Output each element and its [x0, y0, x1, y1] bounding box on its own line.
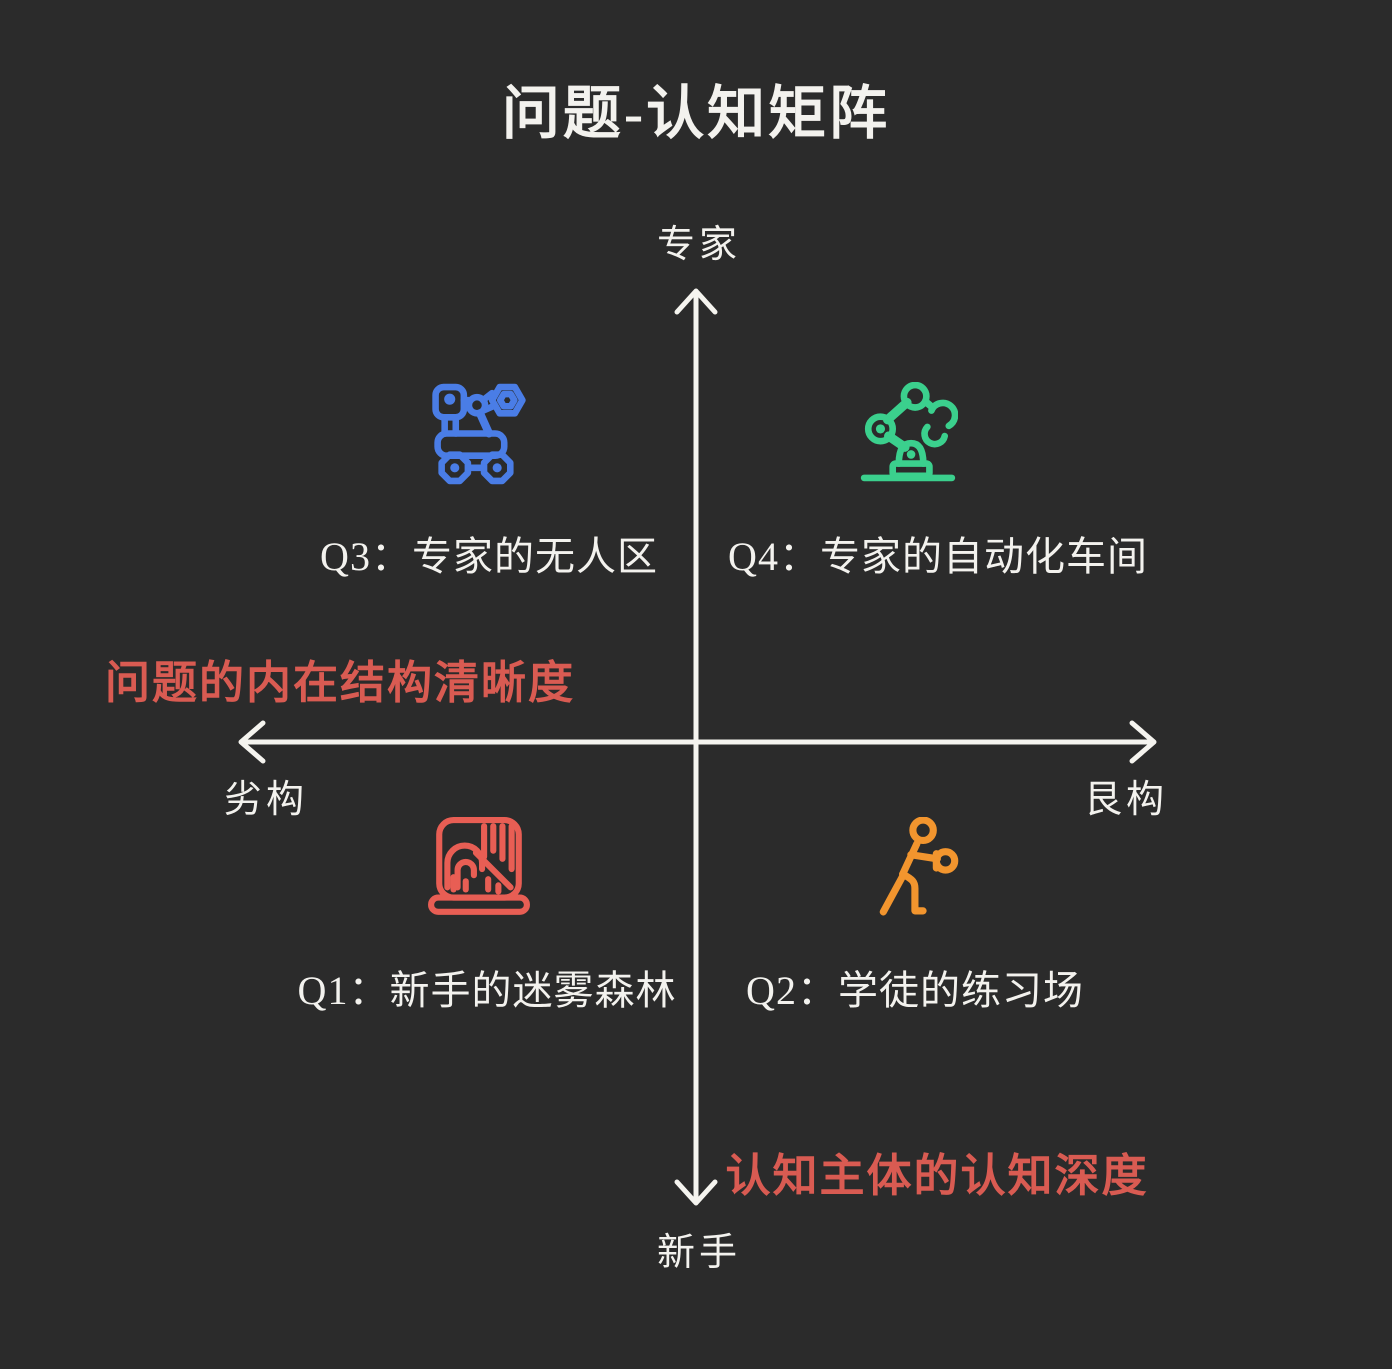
arrowhead-right-icon	[1129, 720, 1157, 764]
rover-icon	[432, 383, 526, 485]
page-title: 问题-认知矩阵	[501, 81, 891, 146]
robot-arm-icon	[860, 382, 958, 482]
forest-icon	[428, 817, 530, 915]
arrowhead-down-icon	[674, 1179, 718, 1206]
quadrant-q1-label: Q1：新手的迷雾森林	[297, 968, 677, 1013]
boxer-icon	[879, 817, 959, 916]
x-axis-right-label: 艮构	[1083, 779, 1169, 821]
arrowhead-up-icon	[674, 288, 718, 315]
x-axis-left-label: 劣构	[223, 779, 309, 821]
quadrant-q3-label: Q3：专家的无人区	[320, 534, 658, 579]
quadrant-q2-label: Q2：学徒的练习场	[746, 968, 1084, 1013]
x-axis-title: 问题的内在结构清晰度	[104, 658, 576, 708]
quadrant-q4-label: Q4：专家的自动化车间	[728, 534, 1148, 579]
y-axis-top-label: 专家	[656, 224, 742, 266]
y-axis-title: 认知主体的认知深度	[725, 1151, 1149, 1201]
y-axis-bottom-label: 新手	[656, 1232, 742, 1274]
arrowhead-left-icon	[238, 720, 266, 764]
